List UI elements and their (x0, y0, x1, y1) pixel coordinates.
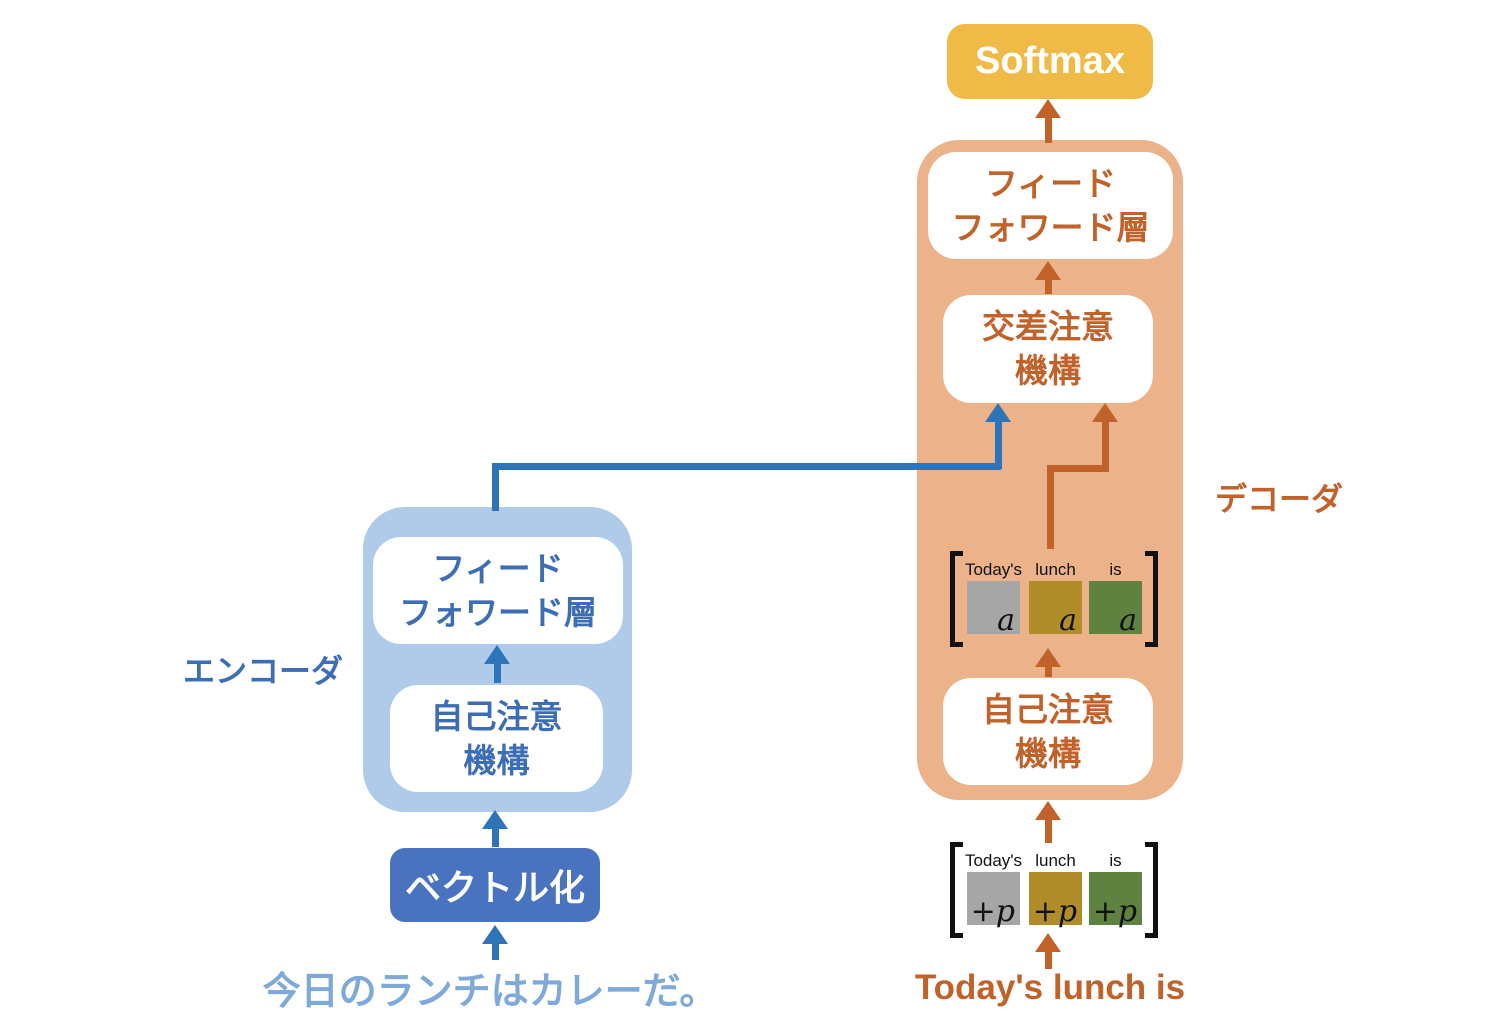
arrow-shaft (1044, 820, 1052, 843)
encoder-self-attention-box: 自己注意 機構 (390, 685, 603, 792)
arrowhead-icon (1035, 801, 1061, 820)
arrowhead-icon (1035, 933, 1061, 952)
arrow-decoder-to-softmax (1035, 99, 1061, 143)
token-label: Today's (964, 560, 1023, 579)
encoder-self-attention-label-line1: 自己注意 (430, 697, 563, 735)
softmax-box: Softmax (947, 24, 1153, 99)
token-label: Today's (964, 851, 1023, 870)
arrow-shaft (1101, 422, 1109, 470)
arrow-cross-attention-to-feed-forward (1035, 261, 1061, 294)
hidden-matrix-line-horizontal (1047, 465, 1109, 472)
arrow-shaft (491, 944, 499, 960)
matrix-bracket-right (1145, 551, 1158, 647)
encoder-label: エンコーダ (183, 653, 344, 689)
hidden-matrix-tokens: Today's a lunch a is a (963, 551, 1145, 647)
arrowhead-icon (985, 403, 1011, 422)
arrow-input-matrix-to-decoder (1035, 801, 1061, 843)
arrow-vectorize-to-encoder (482, 810, 508, 847)
arrowhead-icon (1035, 261, 1061, 280)
encoder-self-attention-label-line2: 機構 (463, 741, 530, 779)
token-vector-value: a (1119, 603, 1138, 638)
decoder-self-attention-label-line1: 自己注意 (982, 690, 1114, 728)
arrowhead-icon (1035, 648, 1061, 667)
encoder-output-line-horizontal (492, 463, 1001, 470)
matrix-token: Today's +p (965, 849, 1022, 938)
token-vector-square: a (1089, 581, 1143, 638)
decoder-label: デコーダ (1215, 481, 1344, 517)
arrow-shaft (493, 664, 501, 683)
token-vector-value: +p (1032, 894, 1078, 929)
matrix-token: is +p (1089, 849, 1143, 938)
arrow-shaft (491, 829, 499, 847)
matrix-bracket-left (950, 842, 963, 938)
arrow-input-text-to-vectorize (482, 925, 508, 960)
token-vector-value: +p (1092, 894, 1138, 929)
token-vector-square: +p (966, 872, 1020, 929)
arrow-shaft (994, 422, 1002, 469)
token-label: is (1109, 560, 1122, 579)
arrow-shaft (1044, 280, 1052, 294)
arrowhead-icon (1092, 403, 1118, 422)
decoder-input-matrix: Today's +p lunch +p is +p (950, 842, 1158, 938)
encoder-feed-forward-label-line2: フォワード層 (399, 593, 597, 631)
encoder-output-line-vertical (492, 463, 499, 511)
arrow-input-text-to-input-matrix (1035, 933, 1061, 969)
token-vector-value: a (1059, 603, 1078, 638)
arrow-shaft (1044, 952, 1052, 969)
hidden-matrix-line-vertical (1047, 465, 1054, 549)
encoder-feed-forward-box: フィード フォワード層 (373, 537, 623, 644)
cross-attention-label-line2: 機構 (1015, 352, 1081, 389)
decoder-input-text: Today's lunch is (914, 968, 1186, 1007)
token-label: lunch (1035, 851, 1076, 870)
decoder-cross-attention-box: 交差注意 機構 (943, 295, 1153, 403)
matrix-token: lunch +p (1029, 849, 1083, 938)
token-vector-square: a (966, 581, 1020, 638)
encoder-input-text: 今日のランチはカレーだ。 (262, 971, 718, 1013)
token-label: lunch (1035, 560, 1076, 579)
arrow-shaft (1044, 667, 1052, 677)
arrow-encoder-self-attention-to-feed-forward (484, 645, 510, 683)
decoder-hidden-matrix: Today's a lunch a is a (950, 551, 1158, 647)
decoder-feed-forward-label-line1: フィード (984, 164, 1117, 202)
matrix-bracket-right (1145, 842, 1158, 938)
matrix-token: Today's a (965, 558, 1022, 647)
token-vector-square: +p (1089, 872, 1143, 929)
input-matrix-tokens: Today's +p lunch +p is +p (963, 842, 1145, 938)
arrowhead-icon (484, 645, 510, 664)
cross-attention-label-line1: 交差注意 (982, 308, 1114, 346)
arrow-hidden-matrix-to-cross-attention (1092, 403, 1118, 470)
softmax-label: Softmax (975, 40, 1125, 82)
token-vector-value: a (997, 603, 1015, 638)
matrix-token: is a (1089, 558, 1143, 647)
matrix-token: lunch a (1029, 558, 1083, 647)
decoder-self-attention-box: 自己注意 機構 (943, 678, 1153, 785)
token-vector-square: +p (1029, 872, 1083, 929)
arrowhead-icon (482, 925, 508, 944)
decoder-self-attention-label-line2: 機構 (1015, 734, 1081, 772)
vectorize-box: ベクトル化 (390, 848, 600, 922)
matrix-bracket-left (950, 551, 963, 647)
arrow-encoder-to-cross-attention (985, 403, 1011, 469)
decoder-feed-forward-label-line2: フォワード層 (951, 208, 1150, 246)
arrow-shaft (1044, 118, 1052, 143)
vectorize-label: ベクトル化 (404, 867, 585, 908)
token-vector-value: +p (970, 894, 1015, 929)
token-label: is (1109, 851, 1122, 870)
token-vector-square: a (1029, 581, 1083, 638)
arrow-self-attention-to-hidden-matrix (1035, 648, 1061, 677)
encoder-feed-forward-label-line1: フィード (432, 549, 564, 587)
decoder-feed-forward-box: フィード フォワード層 (928, 152, 1173, 259)
arrowhead-icon (482, 810, 508, 829)
arrowhead-icon (1035, 99, 1061, 118)
